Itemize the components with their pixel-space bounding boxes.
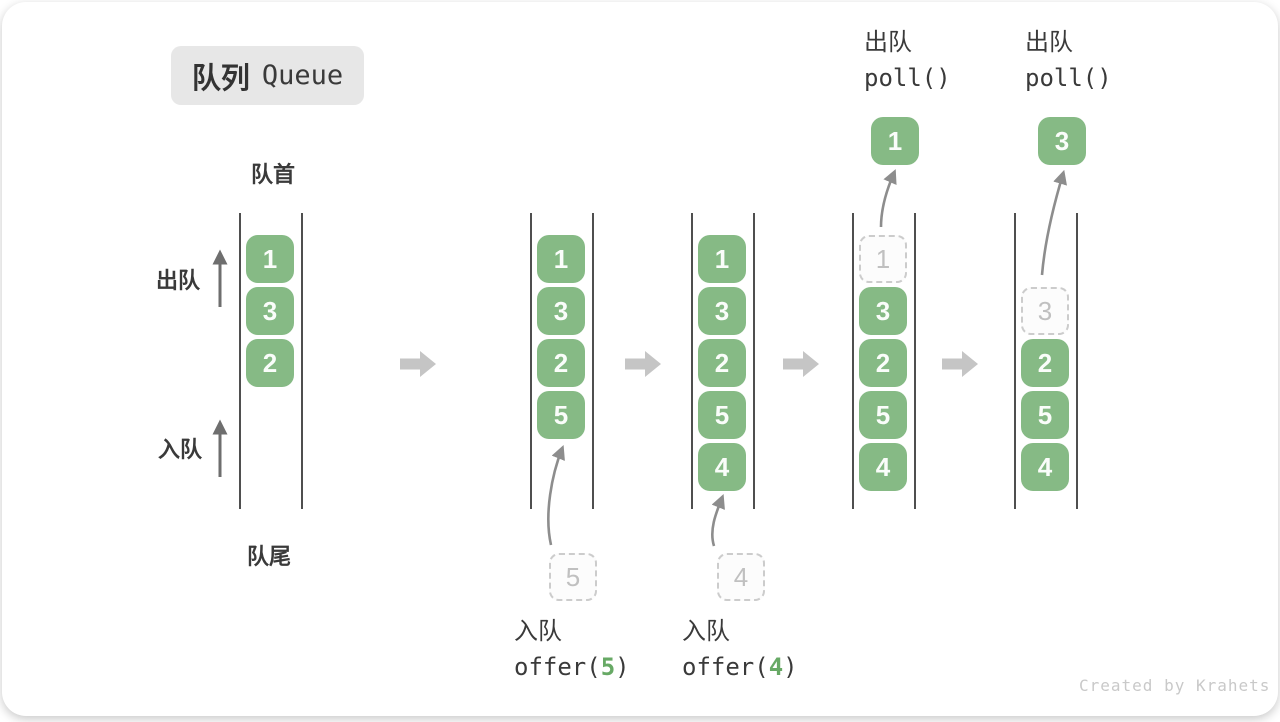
queue-wall-right — [592, 213, 594, 509]
queue-wall-right — [301, 213, 303, 509]
op-code-label: offer(5) — [514, 653, 630, 681]
queue-wall-left — [239, 213, 241, 509]
pending-element-4: 4 — [717, 553, 765, 601]
title-zh: 队列 — [191, 62, 250, 95]
poll-pointer-arrow-icon — [1040, 169, 1067, 276]
queue-element-1: 1 — [698, 235, 746, 283]
polled-element-1: 1 — [871, 117, 919, 165]
queue-wall-right — [914, 213, 916, 509]
op-code-label: poll() — [1025, 64, 1112, 92]
queue-element-3: 3 — [698, 287, 746, 335]
op-label-state-after-offer-4: 入队 offer(4) — [682, 618, 798, 681]
queue-element-5: 5 — [1021, 391, 1069, 439]
queue-element-3-removed: 3 — [1021, 287, 1069, 335]
queue-rear-label: 队尾 — [246, 544, 292, 569]
op-zh-label: 入队 — [682, 618, 730, 645]
watermark: Created by Krahets — [1079, 676, 1271, 695]
queue-element-3: 3 — [537, 287, 585, 335]
queue-element-2: 2 — [859, 339, 907, 387]
polled-element-3: 3 — [1038, 117, 1086, 165]
queue-element-5: 5 — [698, 391, 746, 439]
op-zh-label: 出队 — [864, 29, 912, 56]
queue-element-1: 1 — [246, 235, 294, 283]
queue-element-2: 2 — [246, 339, 294, 387]
queue-wall-left — [691, 213, 693, 509]
queue-element-2: 2 — [537, 339, 585, 387]
op-zh-label: 入队 — [514, 618, 562, 645]
transition-arrow-icon — [625, 351, 661, 377]
op-code-label: poll() — [864, 64, 951, 92]
queue-wall-right — [753, 213, 755, 509]
title-badge: 队列 Queue — [171, 46, 364, 105]
queue-wall-right — [1076, 213, 1078, 509]
queue-wall-left — [852, 213, 854, 509]
queue-wall-left — [1014, 213, 1016, 509]
queue-front-label: 队首 — [250, 162, 296, 187]
queue-wall-left — [530, 213, 532, 509]
title-en: Queue — [261, 60, 344, 91]
queue-element-1: 1 — [537, 235, 585, 283]
queue-element-3: 3 — [859, 287, 907, 335]
offer-pointer-arrow-icon — [710, 494, 725, 547]
op-label-state-after-offer-5: 入队 offer(5) — [514, 618, 630, 681]
offer-pointer-arrow-icon — [547, 445, 565, 546]
queue-element-4: 4 — [1021, 443, 1069, 491]
queue-element-3: 3 — [246, 287, 294, 335]
dequeue-side-label: 出队 — [155, 268, 200, 293]
op-zh-label: 出队 — [1025, 29, 1073, 56]
transition-arrow-icon — [942, 351, 978, 377]
op-label-state-poll-1: 出队 poll() — [864, 29, 951, 92]
op-label-state-poll-3: 出队 poll() — [1025, 29, 1112, 92]
enqueue-side-label: 入队 — [157, 437, 202, 462]
queue-element-5: 5 — [859, 391, 907, 439]
pending-element-5: 5 — [549, 553, 597, 601]
queue-element-1-removed: 1 — [859, 235, 907, 283]
queue-element-2: 2 — [1021, 339, 1069, 387]
queue-element-5: 5 — [537, 391, 585, 439]
transition-arrow-icon — [400, 351, 436, 377]
poll-pointer-arrow-icon — [879, 169, 897, 228]
op-code-label: offer(4) — [682, 653, 798, 681]
queue-element-4: 4 — [698, 443, 746, 491]
queue-element-2: 2 — [698, 339, 746, 387]
queue-element-4: 4 — [859, 443, 907, 491]
transition-arrow-icon — [783, 351, 819, 377]
